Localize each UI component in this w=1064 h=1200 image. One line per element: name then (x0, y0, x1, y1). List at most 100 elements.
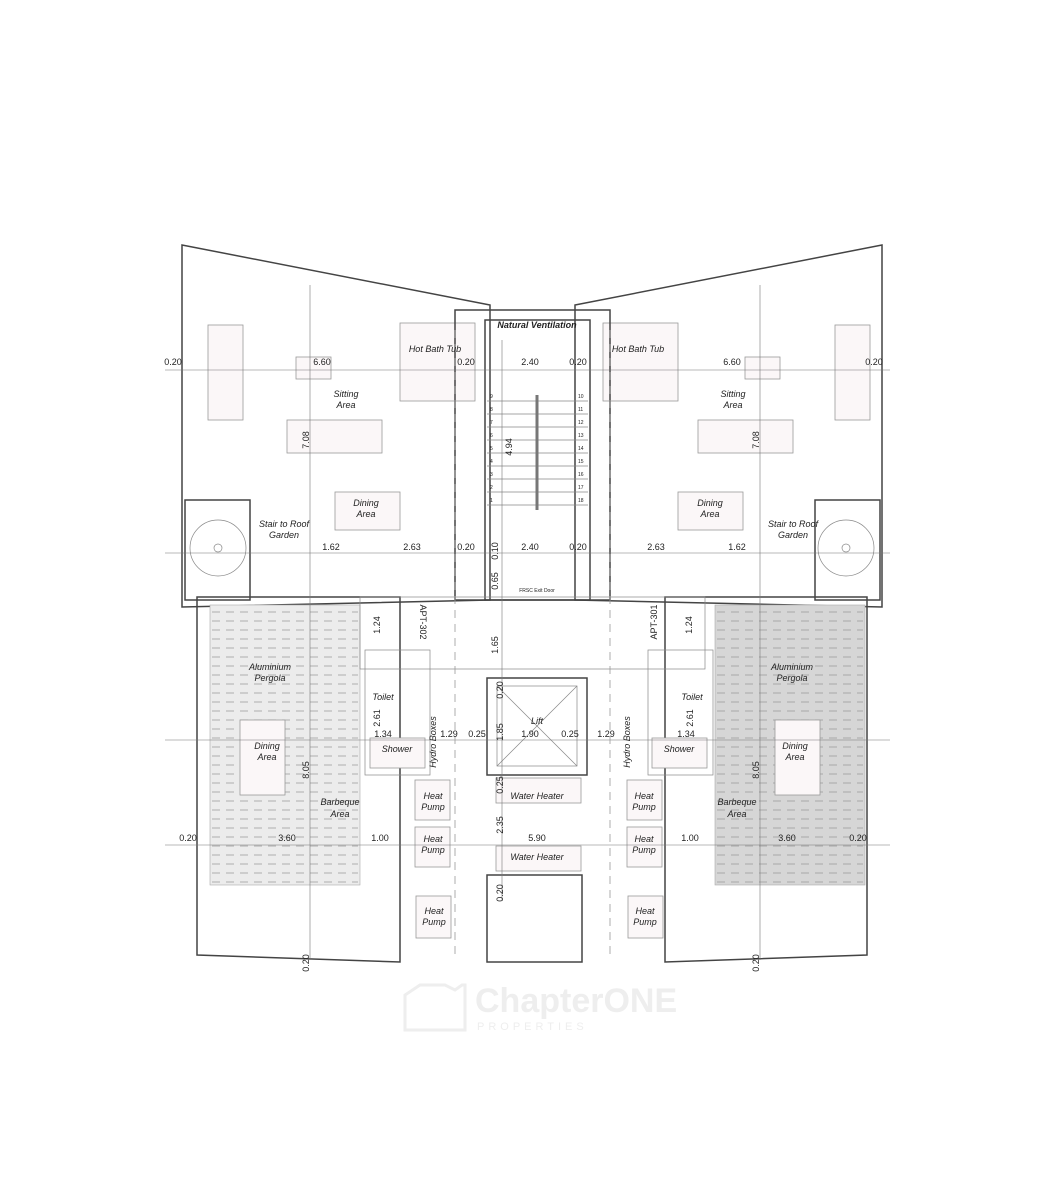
watermark: ChapterONE PROPERTIES (403, 982, 677, 1033)
toilet-room (364, 649, 431, 776)
stair-number: 6 (490, 433, 493, 439)
dimension: 3.60 (778, 833, 796, 843)
lobby (359, 596, 706, 670)
dimension: 8.05 (301, 761, 311, 779)
stair-number: 7 (490, 420, 493, 426)
dining-table (774, 719, 821, 796)
dimension: 2.61 (685, 709, 695, 727)
sofa (834, 324, 871, 421)
shower-tray (651, 737, 708, 769)
stair-number: 1 (490, 498, 493, 504)
dimension: 0.20 (457, 542, 475, 552)
dimension: 4.94 (504, 438, 514, 456)
coffee-table (295, 356, 332, 380)
dimension: 0.10 (490, 542, 500, 560)
dimension: 6.60 (313, 357, 331, 367)
room-label: Barbeque (320, 797, 359, 807)
heat-pump-unit (415, 895, 452, 939)
room-label: Lift (531, 716, 544, 726)
dimension: 8.05 (751, 761, 761, 779)
room-label: Pump (632, 802, 656, 812)
dimension: 1.24 (372, 616, 382, 634)
room-label: Pump (633, 917, 657, 927)
stair-number: 15 (578, 459, 584, 465)
dimension: 1.62 (728, 542, 746, 552)
room-label: Natural Ventilation (497, 320, 577, 330)
room-label: Stair to Roof (768, 519, 820, 529)
room-label: Hot Bath Tub (612, 344, 664, 354)
room-label: Dining (697, 498, 723, 508)
dimension: 2.61 (372, 709, 382, 727)
room-label: Shower (382, 744, 414, 754)
toilet-room (647, 649, 714, 776)
stair-number: 13 (578, 433, 584, 439)
room-label: Hydro Boxes (428, 716, 438, 768)
room-label: Area (355, 509, 375, 519)
stair-number: 18 (578, 498, 584, 504)
room-label: Hydro Boxes (622, 716, 632, 768)
watermark-brand: ChapterONE (475, 982, 677, 1020)
room-label: Pergola (254, 673, 285, 683)
left-lower-terrace (196, 596, 401, 963)
stair-number: 2 (490, 485, 493, 491)
dining-table (334, 491, 401, 531)
stair-number: 8 (490, 407, 493, 413)
spiral-stair-icon (189, 519, 247, 577)
watermark-sub: PROPERTIES (477, 1021, 588, 1033)
right-lower-terrace (664, 596, 868, 963)
room-label: Heat (634, 791, 654, 801)
dimension: 2.40 (521, 357, 539, 367)
dimension: 7.08 (301, 431, 311, 449)
dimension: 0.25 (468, 729, 486, 739)
sofa (286, 419, 383, 454)
room-label: Sitting (333, 389, 358, 399)
dimension: 0.20 (751, 954, 761, 972)
room-label: Water Heater (510, 852, 564, 862)
door-label: FRSC Exit Door (519, 588, 555, 594)
sofa (207, 324, 244, 421)
spiral-stair-core (841, 543, 851, 553)
room-label: Barbeque (717, 797, 756, 807)
dimension: 0.20 (179, 833, 197, 843)
heat-pump-unit (626, 779, 663, 821)
room-label: Garden (269, 530, 299, 540)
dimension: 5.90 (528, 833, 546, 843)
right-apartment (574, 244, 883, 963)
room-label: Stair to Roof (259, 519, 311, 529)
heat-pump-unit (626, 826, 663, 868)
apartment-label: APT-301 (649, 604, 659, 639)
stair-number: 16 (578, 472, 584, 478)
dimension: 1.24 (684, 616, 694, 634)
dimension: 1.00 (371, 833, 389, 843)
coffee-table (744, 356, 781, 380)
dimension: 1.29 (440, 729, 458, 739)
stair-number: 5 (490, 446, 493, 452)
dimension: 1.62 (322, 542, 340, 552)
room-label: Area (256, 752, 276, 762)
stair-number: 11 (578, 407, 583, 413)
room-label: Toilet (681, 692, 703, 702)
room-label: Pump (421, 802, 445, 812)
hot-bath-tub (602, 322, 679, 402)
room-label: Pergola (776, 673, 807, 683)
room-label: Aluminium (770, 662, 814, 672)
stair-number: 12 (578, 420, 584, 426)
dimension: 0.20 (164, 357, 182, 367)
dimension: 1.34 (677, 729, 695, 739)
room-label: Area (699, 509, 719, 519)
core-area (454, 309, 611, 601)
lift-car (496, 685, 578, 767)
room-label: Heat (423, 791, 443, 801)
stairwell (484, 319, 591, 601)
dimension: 2.40 (521, 542, 539, 552)
room-label: Dining (353, 498, 379, 508)
stair-number: 3 (490, 472, 493, 478)
room-label: Water Heater (510, 791, 564, 801)
dimension: 0.20 (865, 357, 883, 367)
dimension: 0.20 (569, 542, 587, 552)
dimension: 0.20 (301, 954, 311, 972)
room-label: Pump (421, 845, 445, 855)
